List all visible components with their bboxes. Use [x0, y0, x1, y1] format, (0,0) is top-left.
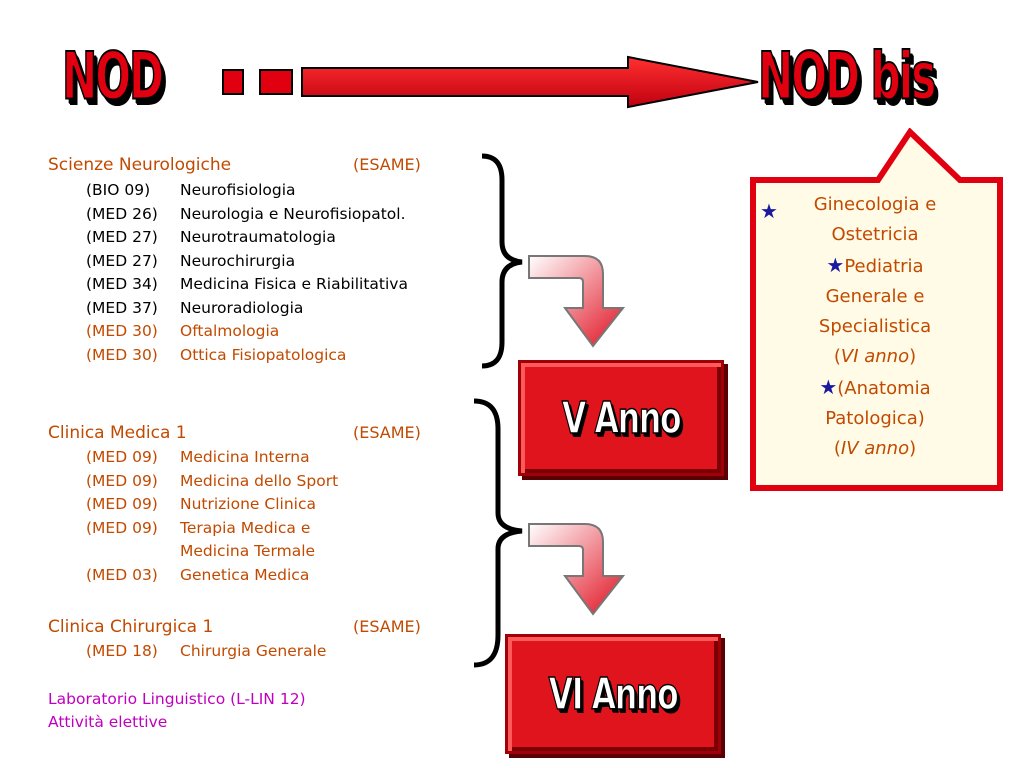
- course-code: (MED 27): [86, 251, 158, 270]
- star-icon: ★: [826, 253, 845, 277]
- course-row: (MED 34) Medicina Fisica e Riabilitativa: [86, 274, 408, 294]
- course-name: Oftalmologia: [180, 322, 280, 340]
- course-name: Neurofisiologia: [180, 181, 296, 199]
- course-code: (MED 30): [86, 345, 158, 364]
- course-name: Medicina Termale: [180, 542, 316, 560]
- course-row: (MED 30) Oftalmologia: [86, 321, 279, 341]
- course-row: (MED 37) Neuroradiologia: [86, 298, 303, 318]
- course-name: Terapia Medica e: [180, 518, 311, 537]
- callout-line-6: (VI anno): [833, 346, 917, 367]
- course-code: (BIO 09): [86, 181, 151, 199]
- course-name: Medicina dello Sport: [180, 471, 339, 490]
- course-row: (BIO 09) Neurofisiologia: [86, 180, 296, 200]
- course-code: (MED 09): [86, 518, 158, 537]
- callout-line-3: ★Pediatria: [760, 250, 990, 282]
- callout-line-9: (IV anno): [833, 438, 917, 459]
- course-code: (MED 18): [86, 642, 158, 660]
- star-icon: ★: [819, 375, 838, 399]
- brace-bottom: [473, 398, 523, 668]
- block2-title: Clinica Medica 1: [48, 423, 187, 443]
- star-icon: ★: [760, 199, 778, 223]
- course-code: (MED 09): [86, 495, 158, 513]
- course-row: (MED 09) Medicina dello Sport: [86, 471, 338, 491]
- curved-arrow-bottom: [528, 523, 626, 616]
- block3-title: Clinica Chirurgica 1: [48, 617, 214, 637]
- nod-to-nodbis-arrow: [222, 55, 759, 109]
- block1-title: Scienze Neurologiche: [48, 155, 232, 175]
- course-name: Neurochirurgia: [180, 251, 296, 270]
- course-name: Neurologia e Neurofisiopatol.: [180, 204, 406, 223]
- block1-exam: (ESAME): [353, 155, 421, 174]
- course-name: Ottica Fisiopatologica: [180, 345, 347, 364]
- block2-exam: (ESAME): [353, 423, 421, 442]
- course-row: (MED 09) Medicina Interna: [86, 447, 310, 467]
- course-name: Neuroradiologia: [180, 298, 304, 317]
- course-name: Nutrizione Clinica: [180, 495, 316, 513]
- course-name: Chirurgia Generale: [180, 642, 327, 660]
- footer-line-2: Attività elettive: [48, 713, 168, 731]
- fifth-year-box: V Anno: [518, 360, 724, 476]
- course-row: (MED 18) Chirurgia Generale: [86, 641, 326, 661]
- callout-line-1: ★Ginecologia e: [760, 190, 990, 223]
- course-name: Neurotraumatologia: [180, 228, 336, 246]
- course-code: (MED 03): [86, 565, 158, 584]
- sixth-year-box: VI Anno: [505, 634, 721, 754]
- course-code: (MED 30): [86, 322, 158, 340]
- arrow-dash-2: [259, 69, 293, 95]
- callout-text: ★Ginecologia e Ostetricia ★Pediatria Gen…: [760, 190, 990, 464]
- course-code: (MED 09): [86, 471, 158, 490]
- callout-line-5: Specialistica: [818, 316, 932, 337]
- course-row: (MED 09) Terapia Medica e: [86, 518, 310, 538]
- course-row: (MED 09) Nutrizione Clinica: [86, 494, 316, 514]
- callout-line-4: Generale e: [825, 286, 925, 307]
- sixth-year-label: VI Anno: [548, 668, 679, 721]
- nodbis-callout: [750, 128, 1003, 491]
- callout-line-2: Ostetricia: [831, 224, 919, 245]
- footer-line-1: Laboratorio Linguistico (L-LIN 12): [48, 690, 306, 708]
- curved-arrow-top: [528, 255, 626, 348]
- nod-title: NOD: [61, 37, 164, 115]
- course-name: Genetica Medica: [180, 565, 310, 584]
- course-name: Medicina Fisica e Riabilitativa: [180, 275, 408, 293]
- course-row: (MED 27) Neurotraumatologia: [86, 227, 336, 247]
- course-name: Medicina Interna: [180, 448, 310, 466]
- course-row: (MED 26) Neurologia e Neurofisiopatol.: [86, 204, 406, 224]
- block3-exam: (ESAME): [353, 617, 421, 636]
- course-row: (MED 03) Genetica Medica: [86, 565, 309, 585]
- fifth-year-label: V Anno: [561, 392, 682, 445]
- callout-line-8: Patologica): [825, 408, 925, 429]
- arrow-body: [301, 55, 759, 109]
- course-code: (MED 34): [86, 275, 158, 293]
- course-row: Medicina Termale: [86, 541, 315, 561]
- course-code: (MED 27): [86, 228, 158, 246]
- course-row: (MED 27) Neurochirurgia: [86, 251, 295, 271]
- arrow-dash-1: [222, 69, 244, 95]
- nodbis-title: NOD bis: [757, 37, 937, 115]
- course-code: (MED 37): [86, 298, 158, 317]
- course-code: (MED 09): [86, 448, 158, 466]
- callout-line-7: ★(Anatomia: [760, 372, 990, 404]
- course-row: (MED 30) Ottica Fisiopatologica: [86, 345, 346, 365]
- course-code: (MED 26): [86, 204, 158, 223]
- brace-top: [481, 153, 523, 369]
